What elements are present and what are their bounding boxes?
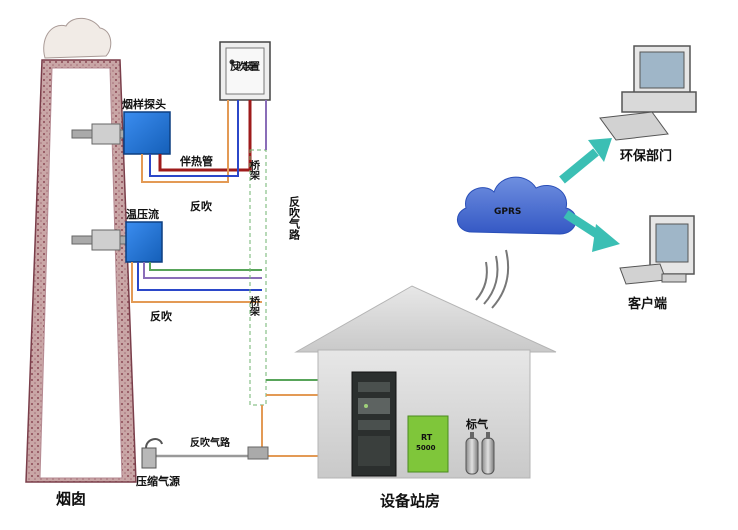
label-env-dept: 环保部门 [620,148,672,164]
label-cabinet-1: RT [421,433,433,442]
label-backblow-air-path: 反吹气路 [288,195,302,241]
backblow-device [219,41,271,101]
label-bridge-1: 桥架 [248,159,261,181]
calibration-gas-cylinders [465,432,495,475]
label-air-source: 压缩气源 [136,474,180,488]
label-cabinet-2: 5000 [416,444,436,452]
label-backblow-device: 反吹装置 [230,60,260,73]
chimney-flue [39,67,123,479]
smoke-plume [43,17,112,59]
gprs-cloud [457,176,577,235]
client-computer [619,215,695,285]
arrow-to-client [563,210,620,252]
label-backblow-1: 反吹 [190,199,213,213]
cable-lines [131,100,320,460]
smoke-probe [71,111,171,155]
label-bridge-2: 桥架 [248,295,261,317]
label-gprs: GPRS [494,207,521,217]
label-station: 设备站房 [380,492,440,510]
label-backblow-gas-line: 反吹气路 [190,436,231,449]
label-heat-pipe: 伴热管 [179,154,213,168]
label-chimney: 烟囱 [56,490,86,508]
wireless-signal [475,249,510,309]
equipment-station [294,285,557,479]
label-backblow-2: 反吹 [150,309,173,323]
label-client: 客户端 [628,296,667,312]
green-analyzer-box [407,415,449,473]
label-smoke-probe: 烟样探头 [122,97,166,111]
label-calib-gas: 标气 [465,417,488,431]
arrow-to-env-dept [559,138,612,184]
air-source [141,438,163,469]
chimney [25,17,137,483]
label-temp-pressure-flow: 温压流 [126,207,159,221]
env-dept-computer [599,45,697,141]
temp-pressure-flow-probe [71,221,163,263]
